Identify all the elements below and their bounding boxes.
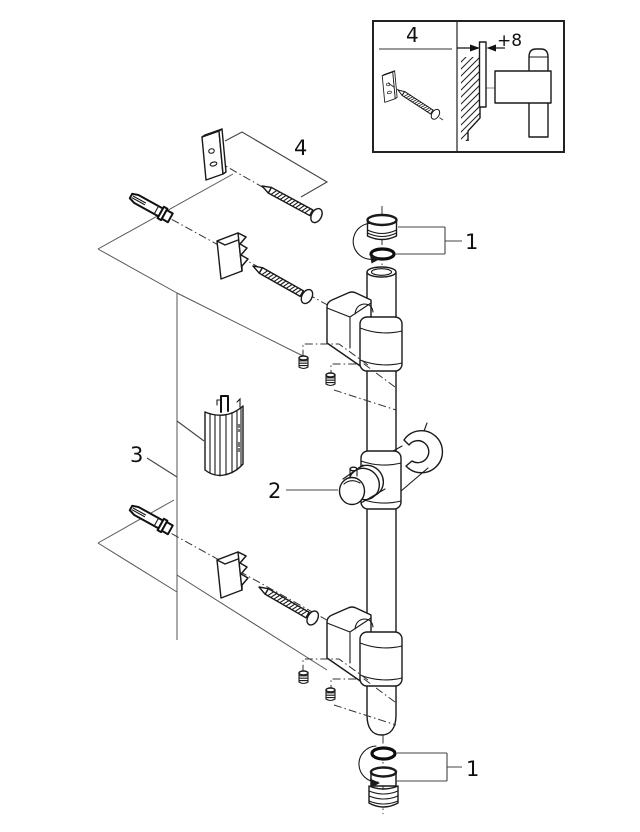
inset-offset-dimension: +8 bbox=[497, 31, 522, 51]
mounting-screw-lower bbox=[254, 579, 322, 628]
rotation-arrow-top-head bbox=[370, 254, 380, 264]
spacer-screw bbox=[257, 178, 326, 226]
mounting-template-sleeve bbox=[204, 395, 244, 477]
callout-part3: 3 bbox=[130, 443, 143, 467]
wall-anchor-lower bbox=[126, 501, 175, 537]
set-screw-upper-1 bbox=[298, 355, 309, 370]
leader-part4 bbox=[224, 131, 329, 198]
callout-part2: 2 bbox=[268, 479, 281, 503]
inset-bracket-side-view bbox=[494, 48, 552, 138]
set-screw-connectors bbox=[302, 343, 397, 726]
rotation-arrow-bottom-head bbox=[370, 778, 380, 788]
leader-part1-top bbox=[395, 226, 462, 255]
callout-part1-top: 1 bbox=[465, 230, 478, 254]
rotation-arrow-top bbox=[352, 222, 379, 260]
mounting-block-upper bbox=[216, 232, 249, 280]
inset-dimension: +8 bbox=[457, 31, 522, 52]
mounting-screw-upper bbox=[248, 258, 316, 307]
leader-part1-bottom bbox=[396, 752, 462, 782]
mounting-block-lower bbox=[216, 551, 249, 599]
o-ring-top bbox=[369, 247, 396, 261]
o-ring-bottom bbox=[370, 746, 397, 761]
leader-part3-sleeve bbox=[176, 420, 205, 442]
spacer-block bbox=[201, 128, 227, 181]
leader-part3 bbox=[146, 457, 178, 478]
set-screw-lower-2 bbox=[325, 687, 336, 702]
wall-anchor-upper bbox=[126, 189, 175, 225]
inset-spacer-block bbox=[381, 70, 398, 103]
part-labels: 1 1 2 3 4 bbox=[130, 131, 479, 782]
callout-part1-bottom: 1 bbox=[466, 757, 479, 781]
handset-holder bbox=[338, 422, 444, 510]
inset-spacer-strip bbox=[478, 41, 487, 108]
set-screw-upper-2 bbox=[325, 372, 336, 387]
end-cap-top bbox=[366, 213, 398, 241]
holder-knob bbox=[338, 464, 386, 506]
construction-lines bbox=[97, 173, 328, 671]
callout-part4: 4 bbox=[294, 136, 307, 160]
set-screw-lower-1 bbox=[298, 670, 309, 685]
inset-detail-box: 4 bbox=[372, 20, 565, 153]
inset-part4-label: 4 bbox=[406, 23, 419, 47]
